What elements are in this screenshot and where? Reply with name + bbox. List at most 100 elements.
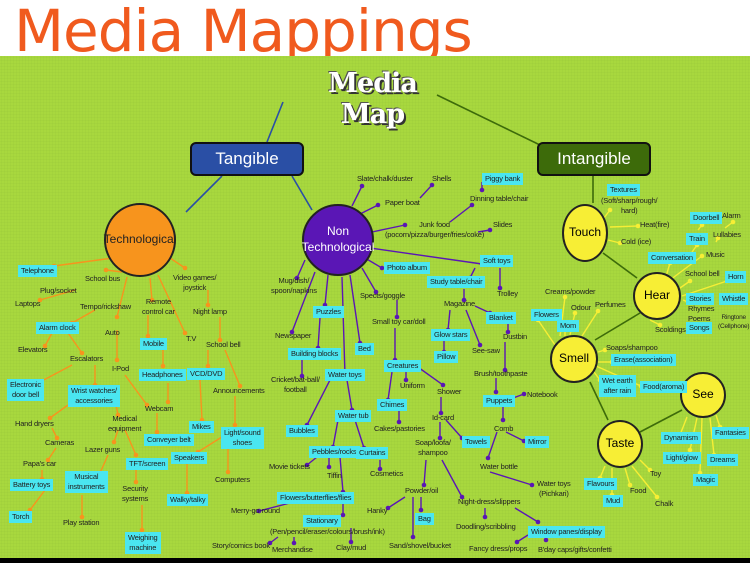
connector-line xyxy=(699,417,703,474)
map-item: Glow stars xyxy=(431,329,471,342)
map-item: Newspaper xyxy=(275,331,312,340)
map-item: Weighing machine xyxy=(125,532,161,555)
map-item: Scoldings xyxy=(655,325,686,334)
map-item: Medical equipment xyxy=(108,414,142,434)
hub-label: See xyxy=(692,387,714,402)
hub-label: Technological xyxy=(301,240,375,254)
connector-line xyxy=(387,371,393,401)
map-item: Mom xyxy=(557,320,580,333)
connector-dot xyxy=(47,415,53,421)
map-item: Puppets xyxy=(483,395,516,408)
map-item: Lullabies xyxy=(713,230,741,239)
connector-line xyxy=(71,309,96,324)
map-item: Merry-go-round xyxy=(231,506,280,515)
connector-line xyxy=(169,257,186,269)
connector-line xyxy=(371,224,406,233)
hub-label: Technological xyxy=(103,232,177,247)
connector-dot xyxy=(103,267,109,273)
map-item: Wet earth after rain xyxy=(599,375,636,398)
connector-line xyxy=(474,305,491,314)
connector-dot xyxy=(497,285,503,291)
map-item: Pillow xyxy=(434,351,459,364)
connector-line xyxy=(157,274,186,334)
map-item: Laptops xyxy=(15,299,41,308)
connector-dot xyxy=(487,227,493,233)
connector-line xyxy=(44,332,53,347)
connector-line xyxy=(602,252,638,279)
map-item: Movie tickets xyxy=(269,462,310,471)
connector-line xyxy=(465,309,481,346)
touch-hub[interactable]: Touch xyxy=(562,204,608,262)
connector-dot xyxy=(502,367,508,373)
map-item: Alarm clock xyxy=(36,322,79,335)
map-item: Slate/chalk/duster xyxy=(357,174,414,183)
map-item: Trolley xyxy=(497,289,518,298)
map-item: Whistle xyxy=(719,293,749,306)
connector-dot xyxy=(54,435,60,441)
map-item: Doodling/scribbling xyxy=(456,522,516,531)
map-item: Soft toys xyxy=(480,255,514,268)
map-item: Window panes/display xyxy=(528,526,605,539)
connector-line xyxy=(49,404,69,419)
connector-dot xyxy=(294,275,300,281)
connector-line xyxy=(449,204,473,223)
connector-line xyxy=(266,101,284,143)
connector-line xyxy=(339,456,344,493)
connector-line xyxy=(291,175,313,211)
taste-hub[interactable]: Taste xyxy=(597,420,643,468)
map-item: Music xyxy=(706,250,725,259)
see-hub[interactable]: See xyxy=(680,372,726,418)
hub-label: Smell xyxy=(558,351,589,366)
map-item: Flowers xyxy=(531,309,562,322)
map-item: Erase(association) xyxy=(611,354,676,367)
technological-hub[interactable]: Technological xyxy=(104,203,176,277)
connector-dot xyxy=(403,377,409,383)
map-item: School bus xyxy=(85,274,121,283)
map-item: Walky/talky xyxy=(167,494,209,507)
connector-dot xyxy=(461,297,467,303)
connector-dot xyxy=(429,182,435,188)
map-item: (Pen/pencil/eraser/colours/brush/ink) xyxy=(270,527,385,536)
intangible-node[interactable]: Intangible xyxy=(537,142,651,176)
map-item: Chimes xyxy=(377,399,408,412)
connector-line xyxy=(441,459,463,498)
tangible-node[interactable]: Tangible xyxy=(190,142,304,176)
map-item: I-Pod xyxy=(112,364,129,373)
map-item: Announcements xyxy=(213,386,265,395)
map-item: Cakes/pastories xyxy=(374,424,425,433)
map-item: See-saw xyxy=(472,346,500,355)
smell-hub[interactable]: Smell xyxy=(550,335,598,383)
connector-dot xyxy=(607,207,613,213)
map-item: Poems xyxy=(688,314,711,323)
hear-hub[interactable]: Hear xyxy=(633,272,681,320)
connector-dot xyxy=(139,527,145,533)
connector-dot xyxy=(379,265,385,271)
map-item: Soaps/shampoo xyxy=(606,343,658,352)
map-item: Battery toys xyxy=(10,479,54,492)
connector-dot xyxy=(165,399,171,405)
map-item: Study table/chair xyxy=(427,276,486,289)
connector-dot xyxy=(256,508,262,514)
connector-line xyxy=(291,271,316,333)
connector-dot xyxy=(482,514,488,520)
map-item: (Soft/sharp/rough/ hard) xyxy=(601,196,658,216)
map-item: Story/comics book xyxy=(212,541,270,550)
connector-dot xyxy=(572,310,578,316)
connector-line xyxy=(609,225,639,228)
connector-line xyxy=(361,267,377,293)
map-item: Rhymes xyxy=(688,304,715,313)
map-item: Soap/loofa/ shampoo xyxy=(415,438,451,458)
connector-dot xyxy=(267,540,273,546)
connector-line xyxy=(296,259,306,279)
connector-dot xyxy=(687,447,693,453)
map-item: Play station xyxy=(63,518,100,527)
map-item: Hand dryers xyxy=(15,419,54,428)
connector-dot xyxy=(394,314,400,320)
connector-line xyxy=(341,276,346,376)
connector-line xyxy=(487,431,498,459)
map-item: Sand/shovel/bucket xyxy=(389,541,451,550)
map-item: Blanket xyxy=(486,312,516,325)
map-item: Piggy bank xyxy=(482,173,524,186)
